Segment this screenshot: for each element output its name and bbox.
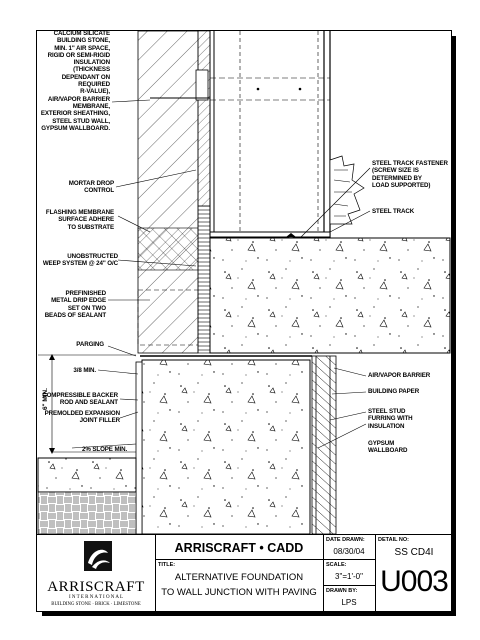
logo-tag: BUILDING STONE · BRICK · LIMESTONE: [51, 602, 141, 607]
title-line1: ALTERNATIVE FOUNDATION: [174, 572, 304, 583]
label-fastener: STEEL TRACK FASTENER (SCREW SIZE IS DETE…: [372, 160, 448, 189]
paving-slab: [37, 457, 137, 493]
gravel-base: [37, 491, 137, 535]
detail-value: SS CD4I: [394, 547, 434, 558]
label-parging: PARGING: [76, 341, 104, 348]
logo-sub: I N T E R N A T I O N A L: [68, 595, 124, 600]
date-value: 08/30/04: [333, 547, 365, 556]
label-furring: STEEL STUD FURRING WITH INSULATION: [368, 408, 413, 430]
logo-name: ARRISCRAFT: [47, 579, 145, 595]
label-slope: 2% SLOPE MIN.: [82, 446, 128, 453]
brick-course: [197, 205, 211, 354]
date-cell: DATE DRAWN: 08/30/04: [324, 534, 376, 560]
title-label: TITLE:: [158, 562, 176, 568]
steel-track: [209, 231, 331, 238]
scale-cell: SCALE: 3"=1'-0": [324, 560, 376, 586]
label-weep: UNOBSTRUCTED WEEP SYSTEM @ 24" O/C: [42, 253, 118, 268]
date-label: DATE DRAWN:: [326, 537, 365, 543]
label-six-min: 6" MIN.: [42, 388, 49, 410]
label-three-eighths: 3/8 MIN.: [73, 367, 96, 374]
label-backer: COMPRESSIBLE BACKER ROD AND SEALANT: [42, 392, 118, 407]
drawn-value: LPS: [341, 598, 357, 607]
sheet-shadow-bottom: [42, 612, 456, 616]
detail-label: DETAIL No:: [378, 537, 409, 543]
arriscraft-logo-icon: [84, 541, 112, 571]
scale-value: 3"=1'-0": [335, 572, 363, 581]
company-cell: ARRISCRAFT • CADD: [156, 534, 324, 560]
company-name: ARRISCRAFT • CADD: [174, 541, 304, 555]
label-mortar: MORTAR DROP CONTROL: [68, 180, 114, 195]
label-expansion: PREMOLDED EXPANSION JOINT FILLER: [44, 410, 120, 425]
insulation-layer: [197, 30, 211, 207]
detail-cell: DETAIL No: SS CD4I U003: [376, 534, 452, 612]
label-gypsum: GYPSUM WALLBOARD: [368, 440, 408, 455]
label-cladding: CALCIUM SILICATE BUILDING STONE, MIN. 1"…: [40, 30, 110, 132]
drawing-sheet: [36, 30, 452, 612]
logo-cell: ARRISCRAFT I N T E R N A T I O N A L BUI…: [36, 534, 156, 612]
label-paper: BUILDING PAPER: [368, 388, 420, 395]
foundation-wall: [141, 359, 311, 535]
drawn-label: DRAWN BY:: [326, 588, 358, 594]
title-cell: TITLE: ALTERNATIVE FOUNDATION TO WALL JU…: [156, 560, 324, 612]
title-line2: TO WALL JUNCTION WITH PAVING: [161, 587, 317, 598]
scale-label: SCALE:: [326, 562, 347, 568]
drawn-cell: DRAWN BY: LPS: [324, 586, 376, 612]
flashing-zone: [137, 227, 199, 271]
label-track: STEEL TRACK: [372, 208, 415, 215]
label-drip: PREFINISHED METAL DRIP EDGE SET ON TWO B…: [44, 290, 106, 319]
floor-slab: [209, 237, 451, 354]
stone-cladding: [137, 30, 199, 354]
label-air-vapor: AIR/VAPOR BARRIER: [368, 372, 431, 379]
label-flashing: FLASHING MEMBRANE SURFACE ADHERE TO SUBS…: [45, 209, 114, 231]
sheet-number: U003: [380, 565, 449, 598]
title-block: ARRISCRAFT I N T E R N A T I O N A L BUI…: [36, 534, 452, 612]
sheet-shadow-right: [452, 36, 456, 616]
